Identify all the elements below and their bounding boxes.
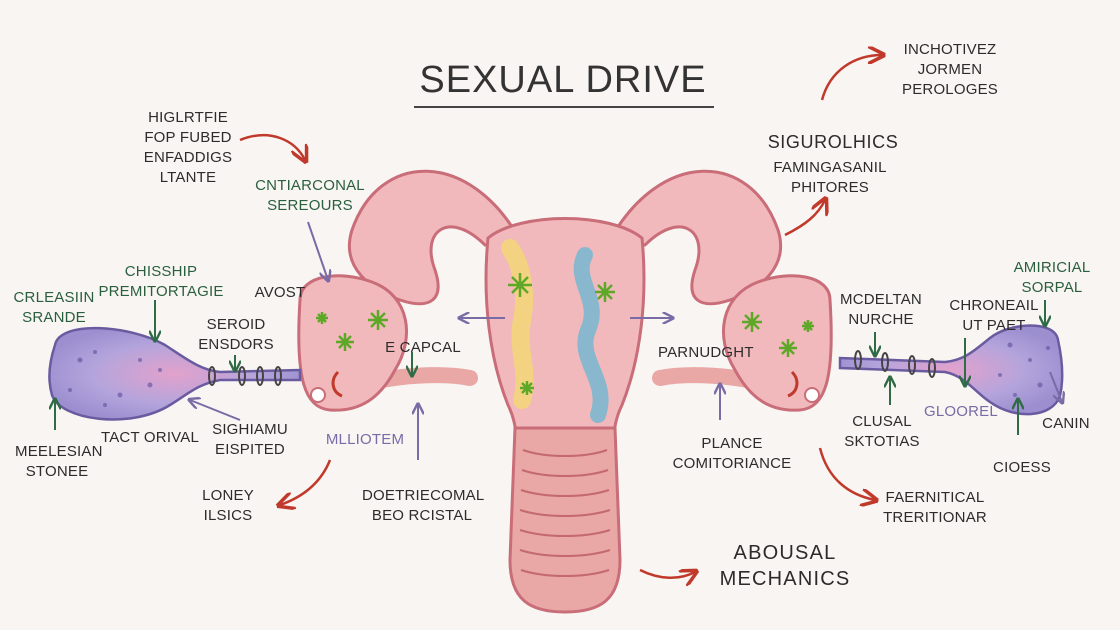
label-doetriecomal: DOETRIECOMAL BEO RCISTAL	[362, 487, 485, 524]
label-amiricial: AMIRICIAL SORPAL	[1013, 259, 1091, 296]
label-sigurolhics: SIGUROLHICS	[767, 132, 899, 152]
uterus-body	[484, 217, 646, 457]
vaginal-canal	[508, 426, 622, 614]
label-meelesian: MEELESIAN STONEE	[15, 443, 103, 480]
label-famingasanil: FAMINGASANIL PHITORES	[773, 159, 887, 196]
lavender-arrows	[190, 221, 1062, 460]
label-canin: CANIN	[1042, 415, 1090, 432]
label-mcdeltan: MCDELTAN NURCHE	[840, 291, 922, 328]
label-mlliotem: MLLIOTEM	[325, 431, 405, 448]
label-crleasiin: CRLEASIIN SRANDE	[13, 289, 95, 326]
label-top-right: INCHOTIVEZ JORMEN PEROLOGES	[902, 41, 998, 98]
label-e-capcal: E CAPCAL	[385, 339, 461, 356]
label-sighiamu: SIGHIAMU EISPITED	[212, 421, 288, 458]
right-ovary	[838, 324, 1064, 416]
follicles	[316, 273, 814, 395]
label-chroneail: CHRONEAIL UT PAET	[949, 297, 1039, 334]
title-underline	[414, 106, 714, 108]
green-pointers	[55, 300, 1045, 435]
label-abousal-mechanics: ABOUSAL MECHANICS	[719, 542, 851, 590]
label-loney: LONEY ILSICS	[202, 487, 254, 524]
diagram-title: SEXUAL DRIVE	[419, 59, 707, 101]
left-ovary	[48, 326, 302, 421]
label-top-left: HIGLRTFIE FOP FUBED ENFADDIGS LTANTE	[143, 109, 233, 186]
right-fimbria-bulb	[721, 274, 833, 412]
label-plance: PLANCE COMITORIANCE	[672, 435, 792, 472]
label-chisship: CHISSHIP PREMITORTAGIE	[98, 263, 224, 300]
label-seroid: SEROID ENSDORS	[198, 316, 274, 353]
label-faernitical: FAERNITICAL TRERITIONAR	[883, 489, 987, 526]
label-tact-orival: TACT ORIVAL	[100, 429, 200, 446]
red-arrows	[239, 55, 882, 578]
label-avost: AVOST	[254, 284, 306, 301]
label-clusal: CLUSAL SKTOTIAS	[844, 413, 920, 450]
label-cntiarconal: CNTIARCONAL SEREOURS	[255, 177, 365, 214]
label-parnudght: PARNUDGHT	[658, 344, 754, 361]
label-cioess: CIOESS	[993, 459, 1051, 476]
label-gloorel: GLOOREL	[924, 403, 998, 420]
